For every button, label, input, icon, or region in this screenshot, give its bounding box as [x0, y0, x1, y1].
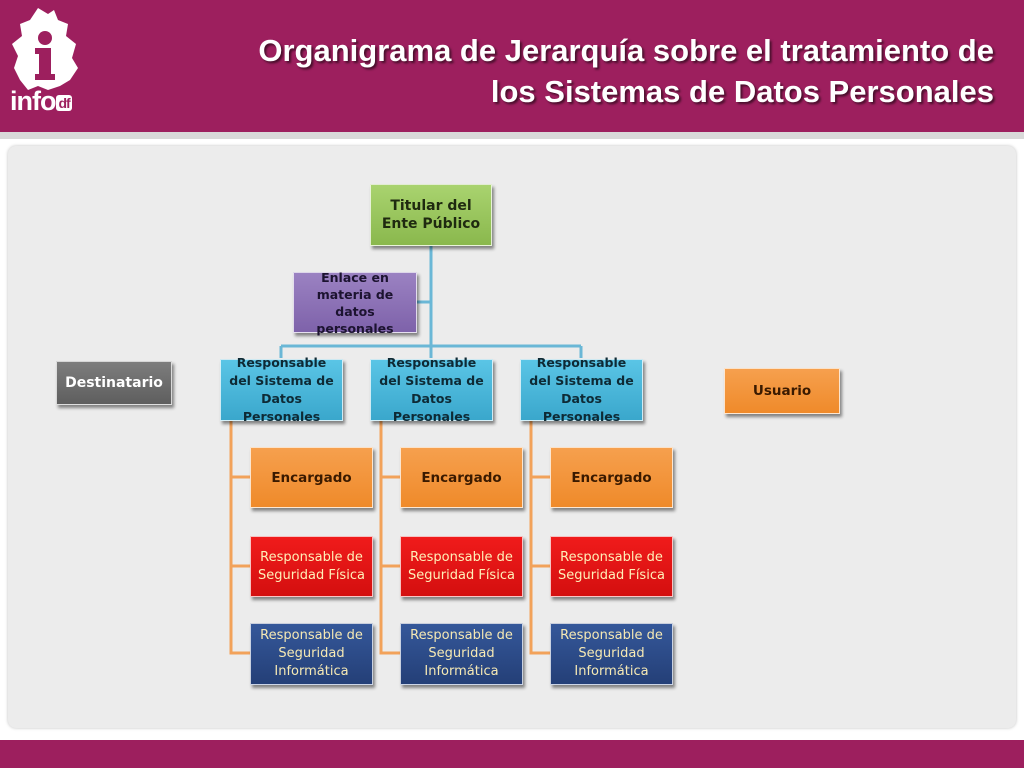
- seguridad-informatica-node-1: Responsable de Seguridad Informática: [250, 623, 373, 685]
- enlace-label: Enlace en materia de datos personales: [316, 269, 394, 336]
- responsable-sistema-label: Responsable del Sistema de Datos Persona…: [529, 355, 634, 424]
- encargado-node-2: Encargado: [400, 447, 523, 508]
- encargado-label: Encargado: [271, 469, 352, 486]
- seguridad-informatica-node-3: Responsable de Seguridad Informática: [550, 623, 673, 685]
- branch-1-spine: [229, 421, 250, 655]
- encargado-node-3: Encargado: [550, 447, 673, 508]
- seguridad-fisica-node-3: Responsable de Seguridad Física: [550, 536, 673, 597]
- branch-3-spine: [529, 421, 550, 655]
- seguridad-fisica-label: Responsable de Seguridad Física: [558, 549, 665, 583]
- seguridad-informatica-label: Responsable de Seguridad Informática: [410, 628, 513, 679]
- responsable-sistema-label: Responsable del Sistema de Datos Persona…: [379, 355, 484, 424]
- title-line-1: Organigrama de Jerarquía sobre el tratam…: [258, 33, 994, 68]
- header-divider: [0, 132, 1024, 139]
- encargado-label: Encargado: [571, 469, 652, 486]
- seguridad-fisica-node-1: Responsable de Seguridad Física: [250, 536, 373, 597]
- seguridad-fisica-node-2: Responsable de Seguridad Física: [400, 536, 523, 597]
- encargado-label: Encargado: [421, 469, 502, 486]
- encargado-node-1: Encargado: [250, 447, 373, 508]
- seguridad-informatica-label: Responsable de Seguridad Informática: [260, 628, 363, 679]
- seguridad-fisica-label: Responsable de Seguridad Física: [408, 549, 515, 583]
- responsable-sistema-node-3: Responsable del Sistema de Datos Persona…: [520, 355, 643, 424]
- enlace-node: Enlace en materia de datos personales: [293, 270, 417, 336]
- titular-node: Titular del Ente Público: [370, 184, 492, 246]
- logo-suffix: df: [56, 95, 72, 111]
- usuario-label: Usuario: [752, 383, 812, 399]
- destinatario-label: Destinatario: [65, 375, 163, 391]
- mexico-city-info-logo-icon: [12, 8, 78, 90]
- title-line-2: los Sistemas de Datos Personales: [490, 74, 994, 109]
- page-title: Organigrama de Jerarquía sobre el tratam…: [134, 30, 994, 112]
- destinatario-node: Destinatario: [56, 361, 172, 405]
- responsable-sistema-label: Responsable del Sistema de Datos Persona…: [229, 355, 334, 424]
- seguridad-fisica-label: Responsable de Seguridad Física: [258, 549, 365, 583]
- seguridad-informatica-node-2: Responsable de Seguridad Informática: [400, 623, 523, 685]
- hierarchy-lines: [279, 246, 583, 358]
- branch-2-spine: [379, 421, 400, 655]
- titular-label: Titular del Ente Público: [381, 198, 481, 232]
- logo-text: info: [10, 86, 56, 116]
- sub-branch-lines: [229, 421, 550, 655]
- usuario-node: Usuario: [724, 368, 840, 414]
- footer-bar: [0, 740, 1024, 768]
- responsable-sistema-node-2: Responsable del Sistema de Datos Persona…: [370, 355, 493, 424]
- seguridad-informatica-label: Responsable de Seguridad Informática: [560, 628, 663, 679]
- responsable-sistema-node-1: Responsable del Sistema de Datos Persona…: [220, 355, 343, 424]
